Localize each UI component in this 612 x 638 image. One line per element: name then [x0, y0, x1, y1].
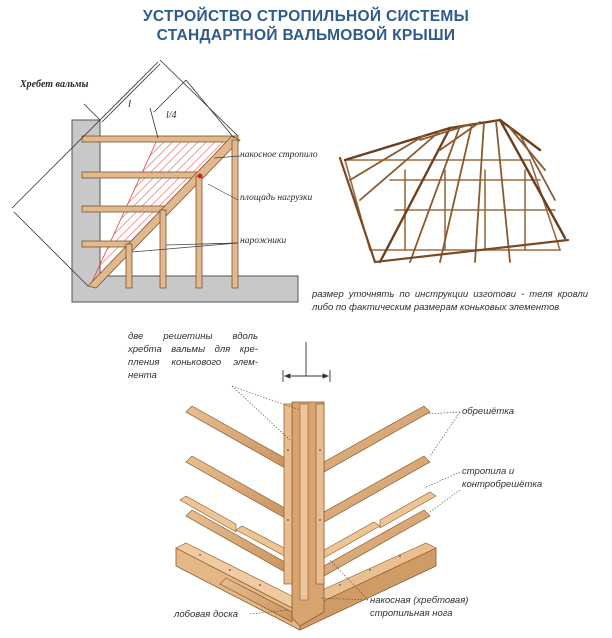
label-fascia-board: лобовая доска — [174, 609, 239, 620]
jack-rafter-2 — [81, 171, 199, 179]
leader-hip-rafter — [213, 155, 241, 159]
label-hip-rafter: накосное стропило — [240, 150, 318, 160]
diagram-title-line-2: СТАНДАРТНОЙ ВАЛЬМОВОЙ КРЫШИ — [156, 27, 456, 44]
right-rafter-2 — [323, 455, 431, 523]
label-jack-rafters: нарожники — [240, 236, 287, 246]
ridge-batten-left — [283, 403, 293, 585]
label-hip-rafter-leg: накосная (хребтовая) стропильная нога — [370, 595, 469, 619]
post-4 — [231, 139, 239, 289]
label-lathing: обрешётка — [462, 406, 515, 417]
post-3 — [195, 175, 203, 289]
label-load-area: площадь нагрузки — [240, 193, 313, 203]
leader-rafters — [423, 471, 461, 489]
diagram-title-line-1: УСТРОЙСТВО СТРОПИЛЬНОЙ СИСТЕМЫ — [142, 8, 470, 25]
hip-ridge-heading: Хребет вальмы — [20, 79, 89, 90]
roof-frame-3d — [338, 118, 570, 264]
jack-rafter-3 — [81, 205, 165, 213]
plan-diagram — [11, 59, 299, 303]
dimension-line-l4 — [153, 79, 187, 113]
post-1 — [125, 243, 133, 289]
note-size-instructions: размер уточнять по инструкции изготови -… — [312, 289, 588, 313]
leader-load-area — [207, 183, 239, 201]
leader-hip-leg — [319, 597, 369, 601]
jack-rafter-1 — [81, 135, 239, 143]
dimension-label-l4: l/4 — [166, 110, 177, 121]
dimension-line-l — [101, 63, 161, 123]
ridge-batten-right — [315, 403, 325, 585]
leader-battens — [231, 385, 301, 411]
hip-detail-drawing — [175, 342, 461, 631]
load-point-dot — [197, 173, 203, 179]
dimension-line-outer — [11, 61, 159, 209]
jack-rafter-4 — [81, 240, 131, 248]
label-rafters-counterbattens: стропила и контробрешётка — [462, 466, 543, 490]
leader-lathing — [425, 411, 461, 415]
dimension-label-l: l — [128, 98, 132, 110]
note-two-battens: две решетины вдоль хребта вальмы для кре… — [128, 331, 258, 381]
leader-fascia — [249, 609, 289, 615]
